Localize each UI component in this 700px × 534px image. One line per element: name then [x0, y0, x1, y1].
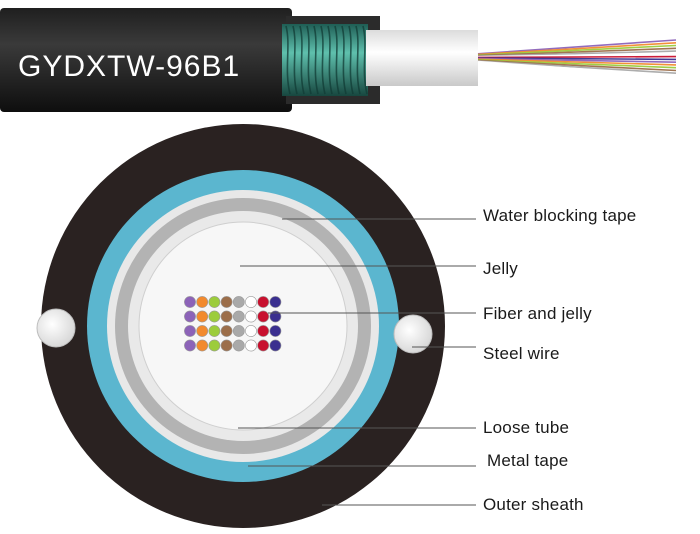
fiber-dot — [184, 339, 196, 352]
fiber-dot — [245, 325, 257, 337]
fiber-dot — [208, 310, 221, 323]
fiber-dot — [257, 296, 270, 308]
cable-armor-side — [282, 24, 368, 96]
fiber-dot — [269, 310, 282, 323]
fiber-dot — [196, 325, 209, 337]
callout-jelly: Jelly — [483, 259, 519, 278]
fiber-dot — [220, 296, 233, 308]
fiber-strand — [477, 57, 677, 63]
fiber-strand — [477, 44, 677, 56]
fiber-dot — [196, 296, 209, 308]
jelly-fill — [138, 221, 348, 431]
steel-wire-left — [36, 308, 76, 348]
callout-loose-tube: Loose tube — [483, 418, 570, 437]
fiber-dot — [245, 310, 257, 323]
callout-steel-wire: Steel wire — [483, 344, 560, 363]
fiber-dot — [257, 310, 270, 323]
fiber-dot — [184, 325, 196, 337]
fiber-dot — [196, 339, 209, 352]
fiber-strand — [477, 53, 677, 58]
callout-fiber-and-jelly: Fiber and jelly — [483, 304, 592, 323]
fiber-dot — [269, 339, 282, 352]
fiber-dot — [184, 296, 196, 308]
fiber-strand — [477, 57, 677, 61]
fiber-dot — [196, 310, 209, 323]
fiber-dot — [232, 325, 245, 337]
cable-side-view: GYDXTW-96B1 — [0, 8, 677, 112]
armor-ridge — [285, 25, 291, 95]
fiber-strand — [477, 59, 677, 69]
exposed-fiber-strands — [477, 39, 677, 77]
armor-ridge — [362, 25, 368, 95]
armor-ridge — [334, 25, 340, 95]
fiber-dot — [184, 310, 196, 323]
cable-outer-sheath-side — [0, 8, 292, 112]
fiber-dot — [220, 339, 233, 352]
armor-ridge — [341, 25, 347, 95]
fiber-dot — [257, 325, 270, 337]
callout-metal-tape: Metal tape — [487, 451, 569, 470]
callout-outer-sheath: Outer sheath — [483, 495, 584, 514]
fiber-strand — [477, 42, 677, 56]
callout-water-blocking-tape: Water blocking tape — [483, 206, 637, 225]
leader-lines — [238, 218, 476, 506]
armor-ridge — [355, 25, 361, 95]
armor-ridge — [306, 25, 312, 95]
fiber-strand — [477, 55, 677, 59]
fiber-strand — [477, 58, 677, 66]
loose-tube-side — [366, 30, 478, 86]
fiber-bundle — [184, 296, 282, 352]
fiber-dot — [232, 296, 245, 308]
armor-ridge — [348, 25, 354, 95]
fiber-dot — [208, 339, 221, 352]
fiber-dot — [208, 325, 221, 337]
fiber-strand — [477, 60, 677, 77]
fiber-strand — [477, 60, 677, 74]
fiber-dot — [232, 339, 245, 352]
fiber-dot — [220, 310, 233, 323]
armor-ridge — [313, 25, 319, 95]
fiber-dot — [245, 296, 257, 308]
fiber-dot — [220, 325, 233, 337]
fiber-dot — [257, 339, 270, 352]
fiber-strand — [477, 59, 677, 72]
fiber-strand — [477, 39, 677, 55]
armor-ridge — [327, 25, 333, 95]
armor-wrap-ridges — [285, 25, 368, 95]
fiber-dot — [269, 296, 282, 308]
fiber-strand — [477, 47, 677, 57]
fiber-dot — [245, 339, 257, 352]
fiber-dot — [269, 325, 282, 337]
armor-ridge — [292, 25, 298, 95]
armor-ridge — [320, 25, 326, 95]
fiber-dot — [208, 296, 221, 308]
steel-wire-right — [393, 314, 433, 354]
fiber-strand — [477, 50, 677, 57]
cross-section — [36, 124, 445, 528]
armor-ridge — [299, 25, 305, 95]
fiber-dot — [232, 310, 245, 323]
cable-model-label: GYDXTW-96B1 — [18, 50, 240, 83]
